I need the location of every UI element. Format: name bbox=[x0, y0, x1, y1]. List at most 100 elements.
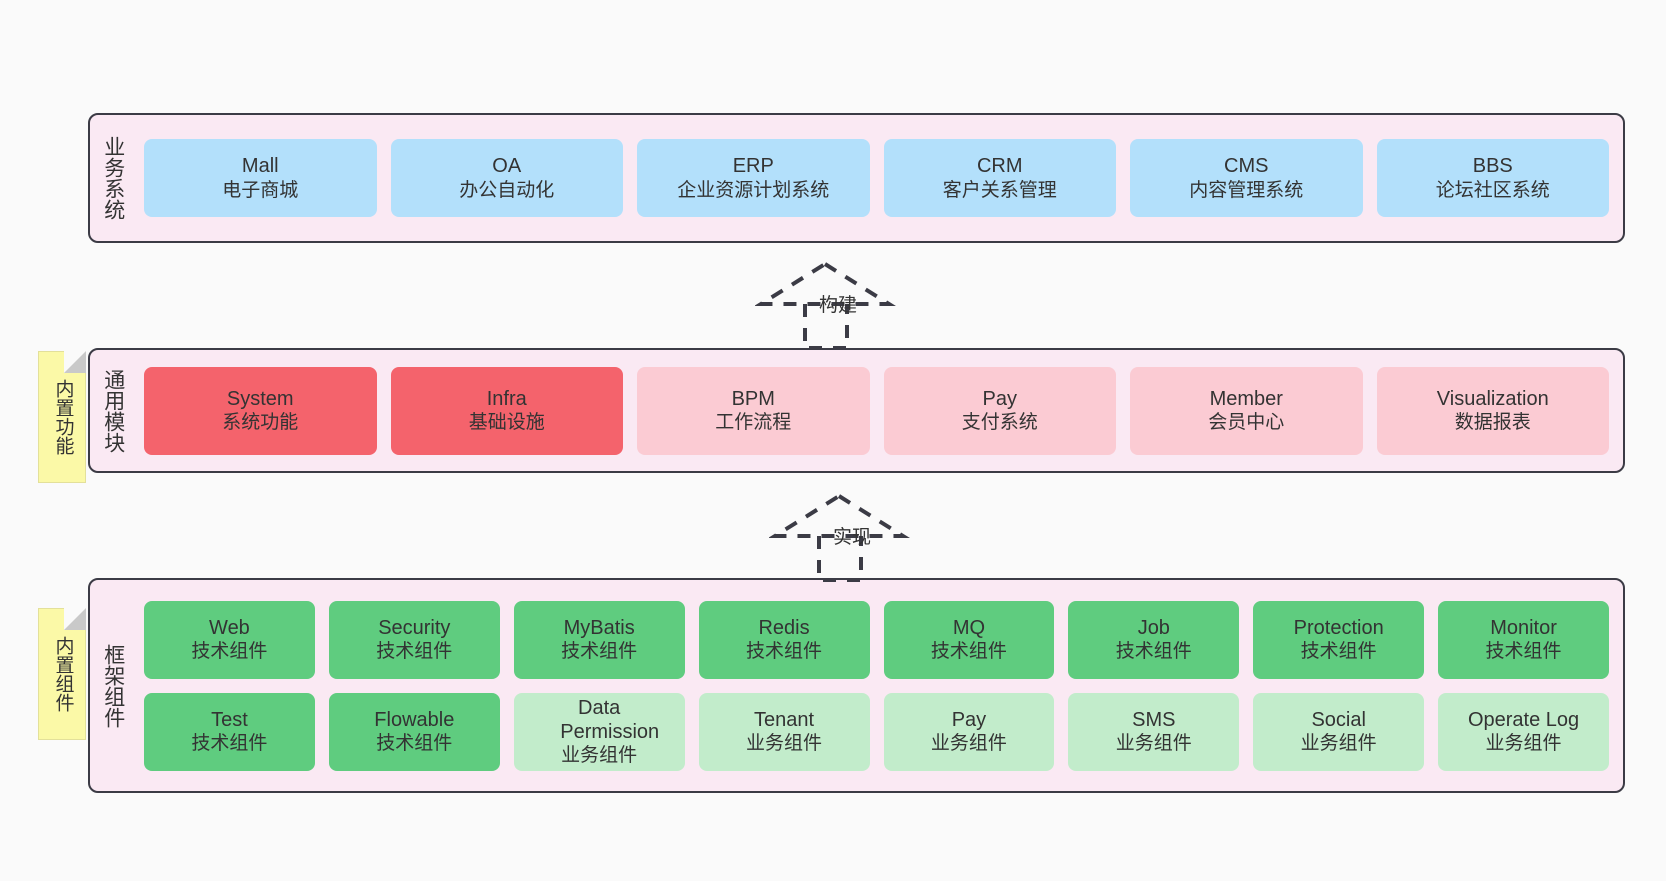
card-title-cn: 业务组件 bbox=[1485, 733, 1562, 755]
layer-business-systems: 业务系统 Mall 电子商城 OA 办公自动化 ERP 企业资源计划系统 CRM… bbox=[88, 113, 1625, 243]
card-web[interactable]: Web 技术组件 bbox=[144, 600, 315, 679]
card-title-en: Job bbox=[1137, 616, 1170, 639]
card-sms[interactable]: SMS 业务组件 bbox=[1068, 692, 1240, 771]
card-mq[interactable]: MQ 技术组件 bbox=[883, 600, 1055, 679]
card-title-cn: 技术组件 bbox=[561, 641, 638, 663]
card-bpm[interactable]: BPM 工作流程 bbox=[637, 366, 870, 455]
card-system[interactable]: System 系统功能 bbox=[144, 366, 377, 455]
layer-title-business-systems: 业务系统 bbox=[101, 136, 125, 220]
layer-title-common-modules: 通用模块 bbox=[101, 368, 125, 453]
card-title-en: Pay bbox=[951, 708, 987, 731]
card-title-cn: 技术组件 bbox=[1300, 641, 1377, 663]
note-builtin-component: 内置组件 bbox=[38, 608, 86, 740]
card-protection[interactable]: Protection 技术组件 bbox=[1253, 600, 1425, 679]
card-title-cn: 内容管理系统 bbox=[1189, 179, 1304, 201]
card-title-en: System bbox=[226, 387, 294, 410]
card-crm[interactable]: CRM 客户关系管理 bbox=[883, 139, 1116, 217]
card-title-cn: 会员中心 bbox=[1208, 412, 1285, 434]
card-flowable[interactable]: Flowable 技术组件 bbox=[328, 692, 500, 771]
card-erp[interactable]: ERP 企业资源计划系统 bbox=[637, 139, 870, 217]
card-redis[interactable]: Redis 技术组件 bbox=[698, 600, 870, 679]
card-pay[interactable]: Pay 支付系统 bbox=[883, 366, 1116, 455]
layer-body-framework-components: Web 技术组件 Security 技术组件 MyBatis 技术组件 Redi… bbox=[136, 580, 1623, 791]
card-infra[interactable]: Infra 基础设施 bbox=[390, 366, 623, 455]
card-title-en: ERP bbox=[732, 155, 774, 178]
card-title-cn: 支付系统 bbox=[961, 412, 1038, 434]
card-title-en: Protection bbox=[1293, 616, 1384, 639]
generalization-arrow-icon bbox=[755, 261, 896, 350]
connector-build: 构建 bbox=[755, 258, 905, 350]
card-title-cn: 技术组件 bbox=[1485, 641, 1562, 663]
card-title-en: MQ bbox=[952, 616, 986, 639]
card-member[interactable]: Member 会员中心 bbox=[1130, 366, 1363, 455]
card-title-en: CMS bbox=[1224, 155, 1269, 178]
card-title-en: BBS bbox=[1472, 155, 1513, 178]
card-title-en: Flowable bbox=[374, 708, 455, 731]
card-title-en: Data Permission bbox=[560, 696, 660, 743]
card-title-cn: 业务组件 bbox=[561, 745, 638, 767]
card-title-en: Social bbox=[1311, 708, 1366, 731]
card-title-en: Visualization bbox=[1436, 387, 1549, 410]
layer-body-business-systems: Mall 电子商城 OA 办公自动化 ERP 企业资源计划系统 CRM 客户关系… bbox=[136, 115, 1623, 241]
card-title-en: SMS bbox=[1132, 708, 1176, 731]
card-tenant[interactable]: Tenant 业务组件 bbox=[698, 692, 870, 771]
card-title-cn: 技术组件 bbox=[376, 641, 453, 663]
layer-framework-components: 框架组件 Web 技术组件 Security 技术组件 MyBatis 技术组件… bbox=[88, 578, 1625, 793]
card-title-en: Security bbox=[378, 616, 451, 639]
framework-row-technical: Web 技术组件 Security 技术组件 MyBatis 技术组件 Redi… bbox=[144, 600, 1609, 679]
card-operate-log[interactable]: Operate Log 业务组件 bbox=[1438, 692, 1609, 771]
card-title-en: Mall bbox=[241, 155, 279, 178]
card-title-cn: 办公自动化 bbox=[459, 179, 555, 201]
card-title-en: Test bbox=[211, 708, 248, 731]
generalization-arrow-icon bbox=[769, 493, 910, 582]
card-title-cn: 技术组件 bbox=[376, 733, 453, 755]
card-title-cn: 客户关系管理 bbox=[942, 179, 1057, 201]
card-title-en: Infra bbox=[486, 387, 527, 410]
card-mall[interactable]: Mall 电子商城 bbox=[144, 139, 377, 217]
card-title-en: Redis bbox=[758, 616, 810, 639]
card-title-cn: 基础设施 bbox=[468, 412, 545, 434]
card-social[interactable]: Social 业务组件 bbox=[1253, 692, 1425, 771]
card-title-en: BPM bbox=[731, 387, 775, 410]
card-monitor[interactable]: Monitor 技术组件 bbox=[1438, 600, 1609, 679]
card-title-cn: 数据报表 bbox=[1454, 412, 1531, 434]
framework-row-business: Test 技术组件 Flowable 技术组件 Data Permission … bbox=[144, 692, 1609, 771]
card-cms[interactable]: CMS 内容管理系统 bbox=[1130, 139, 1363, 217]
card-title-cn: 企业资源计划系统 bbox=[677, 179, 830, 201]
card-data-permission[interactable]: Data Permission 业务组件 bbox=[513, 692, 685, 771]
card-title-cn: 论坛社区系统 bbox=[1435, 179, 1550, 201]
layer-title-framework-components: 框架组件 bbox=[101, 643, 125, 728]
connector-implement: 实现 bbox=[769, 490, 919, 582]
card-title-cn: 技术组件 bbox=[930, 641, 1007, 663]
card-title-en: Tenant bbox=[754, 708, 815, 731]
layer-common-modules: 通用模块 System 系统功能 Infra 基础设施 BPM 工作流程 Pay… bbox=[88, 348, 1625, 473]
card-title-en: Pay bbox=[982, 387, 1017, 410]
card-title-cn: 电子商城 bbox=[222, 179, 299, 201]
card-bbs[interactable]: BBS 论坛社区系统 bbox=[1376, 139, 1609, 217]
card-title-en: MyBatis bbox=[563, 616, 635, 639]
card-title-cn: 业务组件 bbox=[1115, 733, 1192, 755]
card-mybatis[interactable]: MyBatis 技术组件 bbox=[513, 600, 685, 679]
card-title-en: Web bbox=[209, 616, 250, 639]
card-title-cn: 技术组件 bbox=[191, 641, 268, 663]
card-title-cn: 业务组件 bbox=[1300, 733, 1377, 755]
card-title-cn: 工作流程 bbox=[715, 412, 792, 434]
card-title-en: Operate Log bbox=[1467, 708, 1580, 731]
card-job[interactable]: Job 技术组件 bbox=[1068, 600, 1240, 679]
card-pay-business[interactable]: Pay 业务组件 bbox=[883, 692, 1055, 771]
card-visualization[interactable]: Visualization 数据报表 bbox=[1376, 366, 1609, 455]
layer-body-common-modules: System 系统功能 Infra 基础设施 BPM 工作流程 Pay 支付系统… bbox=[136, 350, 1623, 471]
card-title-cn: 技术组件 bbox=[1115, 641, 1192, 663]
card-title-en: Monitor bbox=[1490, 616, 1557, 639]
connector-label-build: 构建 bbox=[819, 295, 858, 316]
card-security[interactable]: Security 技术组件 bbox=[328, 600, 500, 679]
card-test[interactable]: Test 技术组件 bbox=[144, 692, 315, 771]
card-title-cn: 系统功能 bbox=[222, 412, 299, 434]
note-builtin-function: 内置功能 bbox=[38, 351, 86, 483]
card-title-en: OA bbox=[492, 155, 522, 178]
card-oa[interactable]: OA 办公自动化 bbox=[390, 139, 623, 217]
card-title-cn: 业务组件 bbox=[930, 733, 1007, 755]
card-title-en: CRM bbox=[976, 155, 1023, 178]
card-title-cn: 技术组件 bbox=[746, 641, 823, 663]
